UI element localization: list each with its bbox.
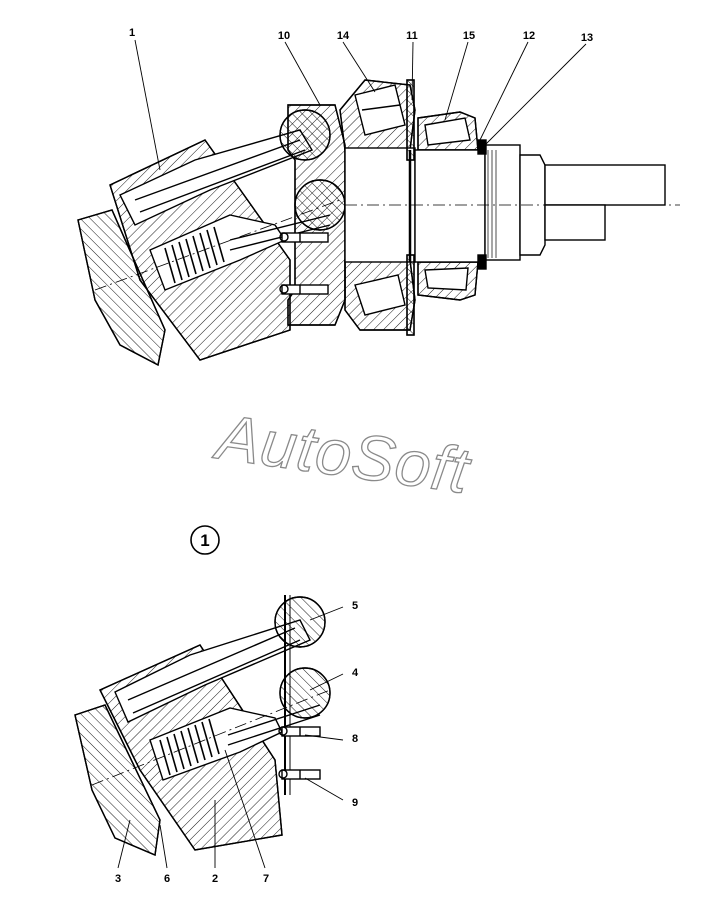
drive-shaft [344,144,680,263]
callout-9: 9 [352,797,358,809]
detail-marker: 1 [190,525,220,555]
bolt-8 [278,726,321,737]
bottom-assembly [74,595,331,857]
cylinder-block-bottom [74,619,331,857]
callout-12: 12 [523,30,535,42]
seal-12-13 [477,139,487,270]
bolt-9 [278,769,321,780]
bottom-leader-lines [117,606,344,869]
callout-8: 8 [352,733,358,745]
retaining-plate [284,595,291,795]
callout-3: 3 [115,873,121,885]
callout-7: 7 [263,873,269,885]
callout-1: 1 [129,27,135,39]
callout-6: 6 [164,873,170,885]
bearing-cone-lower [344,259,416,331]
callout-11: 11 [406,30,418,42]
callout-14: 14 [337,30,350,42]
bolt-lower-top [279,284,329,295]
ball-joint-lower-bottom [279,667,331,719]
spring-top [164,226,225,284]
bearing-cone-upper [339,79,416,151]
drive-flange [287,104,346,326]
callout-13: 13 [581,32,593,44]
callout-15: 15 [463,30,475,42]
top-leader-lines [134,39,587,171]
ball-joint-upper-bottom [274,596,326,648]
callout-5: 5 [352,600,358,612]
bottom-callout-labels: 5 4 8 9 3 6 2 7 [115,600,359,885]
top-callout-labels: 1 10 14 11 15 12 13 [129,27,593,44]
bearing-right-lower [417,261,479,301]
callout-10: 10 [278,30,290,42]
callout-2: 2 [212,873,218,885]
bolt-upper-top [279,232,329,243]
spring-bottom [159,718,220,776]
bearing-right-upper [417,111,479,151]
watermark-text: AutoSoft [209,400,475,507]
cylinder-block-top [77,129,341,367]
top-assembly [77,79,680,367]
callout-4: 4 [352,667,359,679]
watermark: AutoSoft [208,399,476,508]
circlip-11 [406,79,415,336]
detail-marker-number: 1 [200,531,209,550]
